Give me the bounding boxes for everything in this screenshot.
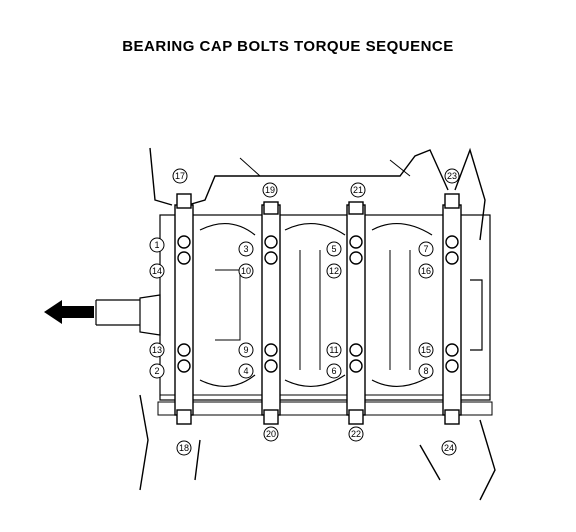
front-pulley [95,294,161,336]
bolt-label-12: 12 [329,266,339,276]
bolt-label-10: 10 [241,266,251,276]
bolt-label-7: 7 [423,244,428,254]
bolt-label-21: 21 [353,185,363,195]
bolt-label-23: 23 [447,171,457,181]
bolt-label-14: 14 [152,266,162,276]
bolt-label-8: 8 [423,366,428,376]
bolt-label-19: 19 [265,185,275,195]
front-arrow-icon [44,300,94,324]
crankshaft-frame [159,214,491,401]
bolt-label-13: 13 [152,345,162,355]
bolt-label-5: 5 [331,244,336,254]
bolt-label-6: 6 [331,366,336,376]
bolt-label-16: 16 [421,266,431,276]
block-lower-outline [139,394,496,501]
bolt-label-15: 15 [421,345,431,355]
bolt-label-1: 1 [154,240,159,250]
block-upper-outline [149,147,486,241]
bolt-label-24: 24 [444,443,454,453]
bolt-label-20: 20 [266,429,276,439]
bolt-label-3: 3 [243,244,248,254]
bolt-label-9: 9 [243,345,248,355]
bolt-label-18: 18 [179,443,189,453]
bolt-label-4: 4 [243,366,248,376]
bolt-label-17: 17 [175,171,185,181]
bolt-label-11: 11 [329,345,338,355]
bolt-label-22: 22 [351,429,361,439]
diagram-title: BEARING CAP BOLTS TORQUE SEQUENCE [122,38,454,55]
bolt-label-2: 2 [154,366,159,376]
